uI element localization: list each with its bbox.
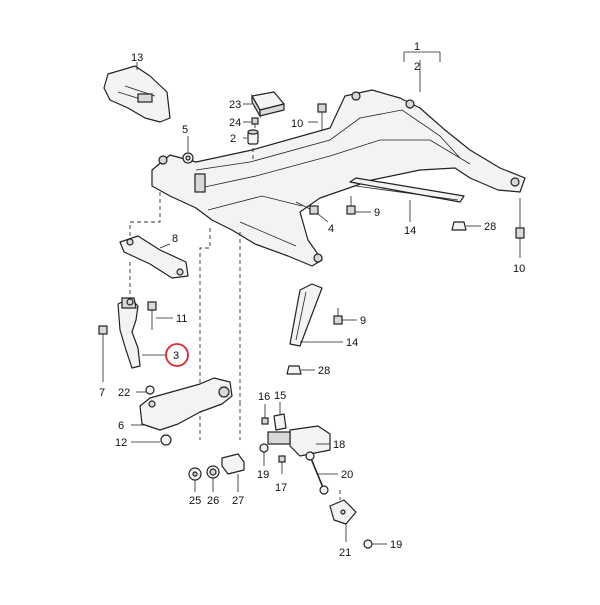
part-18-level-sensor[interactable] [267, 425, 331, 457]
part-14-brace-lower[interactable] [289, 283, 323, 347]
part-25-nut[interactable] [188, 467, 202, 481]
part-19-nut-lower[interactable] [363, 539, 373, 549]
callout-14a: 14 [404, 225, 416, 237]
callout-9b: 9 [360, 315, 366, 327]
callout-2a: 2 [414, 61, 420, 73]
callout-27: 27 [232, 495, 244, 507]
part-1-subframe[interactable] [151, 89, 526, 267]
callout-3[interactable]: 3 [173, 350, 179, 362]
part-24-bolt[interactable] [251, 117, 259, 128]
part-27-clip[interactable] [221, 453, 245, 475]
callout-18: 18 [333, 439, 345, 451]
part-14-brace-upper[interactable] [349, 177, 465, 203]
part-12-nut[interactable] [160, 434, 172, 446]
part-23-bracket[interactable] [251, 91, 285, 119]
part-4-bolt[interactable] [295, 201, 319, 215]
part-2-bushing[interactable] [247, 129, 259, 145]
callout-28b: 28 [318, 365, 330, 377]
part-19-nut-upper[interactable] [259, 443, 269, 453]
callout-19b: 19 [390, 539, 402, 551]
callout-13: 13 [131, 52, 143, 64]
callout-25: 25 [189, 495, 201, 507]
callout-10a: 10 [291, 118, 303, 130]
part-13-heat-shield[interactable] [103, 65, 171, 123]
callout-8: 8 [172, 233, 178, 245]
callout-4: 4 [328, 223, 334, 235]
callout-15: 15 [274, 390, 286, 402]
part-26-spacer[interactable] [206, 465, 220, 479]
part-9-bolt-upper[interactable] [346, 196, 356, 215]
part-5-nut[interactable] [182, 152, 194, 164]
callout-14b: 14 [346, 337, 358, 349]
part-10-bolt-top[interactable] [317, 103, 327, 130]
part-16-screw[interactable] [261, 417, 269, 425]
part-6-support-arm[interactable] [139, 377, 233, 431]
callout-2b: 2 [230, 133, 236, 145]
part-9-bolt-lower[interactable] [333, 308, 343, 325]
highlight-ring-part-3 [165, 343, 189, 367]
part-20-link-rod[interactable] [305, 451, 329, 495]
part-11-bolt[interactable] [147, 301, 157, 330]
callout-7: 7 [99, 387, 105, 399]
callout-17: 17 [275, 482, 287, 494]
callout-16: 16 [258, 391, 270, 403]
callout-1: 1 [414, 41, 420, 53]
callout-20: 20 [341, 469, 353, 481]
callout-11: 11 [176, 313, 187, 325]
part-21-mount-plate[interactable] [329, 499, 357, 525]
callout-6: 6 [118, 420, 124, 432]
callout-5: 5 [182, 124, 188, 136]
callout-9a: 9 [374, 207, 380, 219]
part-3-engine-mount[interactable] [117, 297, 141, 369]
callout-12: 12 [115, 437, 127, 449]
callout-10b: 10 [513, 263, 525, 275]
part-10-bolt-right[interactable] [515, 198, 525, 239]
callout-19a: 19 [257, 469, 269, 481]
part-8-mount-bracket[interactable] [119, 235, 189, 279]
callout-23: 23 [229, 99, 241, 111]
part-17-bolt[interactable] [278, 455, 286, 474]
callout-21: 21 [339, 547, 351, 559]
callout-26: 26 [207, 495, 219, 507]
part-15-bracket[interactable] [273, 413, 287, 431]
part-22-washer[interactable] [145, 385, 155, 395]
part-28-nut-lower[interactable] [286, 365, 302, 375]
part-7-long-bolt[interactable] [98, 325, 108, 370]
callout-22: 22 [118, 387, 130, 399]
part-28-nut-upper[interactable] [451, 221, 467, 231]
callout-24: 24 [229, 117, 241, 129]
callout-28a: 28 [484, 221, 496, 233]
